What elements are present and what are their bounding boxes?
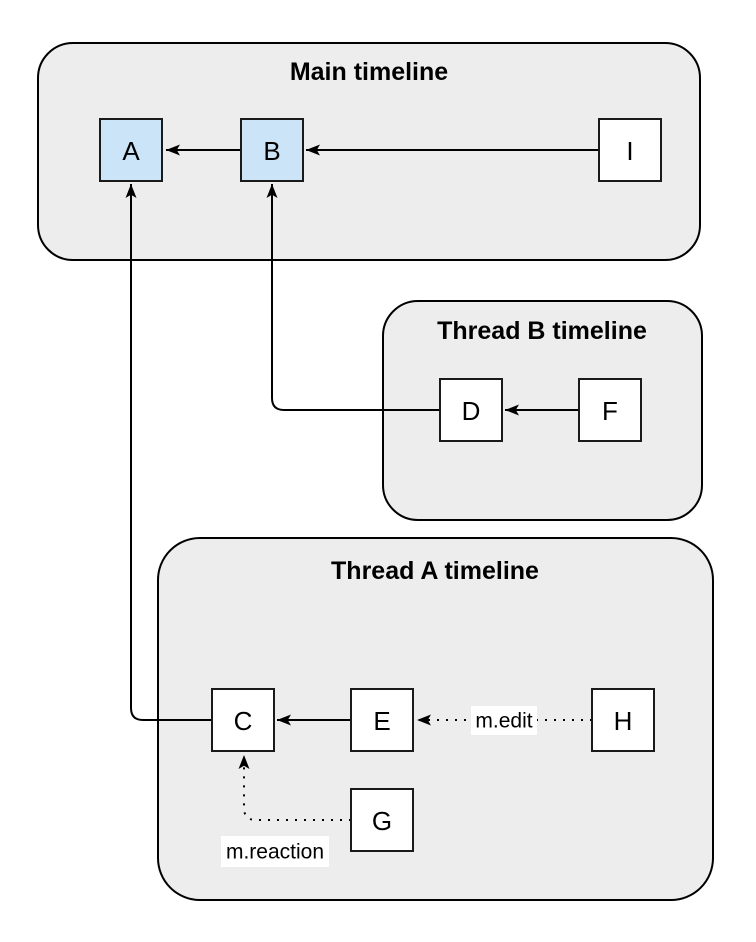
edge-d-to-b — [266, 184, 440, 411]
node-b-box — [240, 118, 304, 182]
edge-label-m-reaction: m.reaction — [221, 836, 329, 867]
node-g-box — [350, 788, 414, 852]
edge-label-m-reaction-bg — [221, 836, 329, 867]
node-e-box — [350, 688, 414, 752]
thread-a-timeline-title: Thread A timeline — [331, 557, 539, 585]
thread-b-timeline-title: Thread B timeline — [437, 317, 647, 345]
container-main-timeline: Main timeline — [37, 42, 701, 261]
node-f-box — [578, 378, 642, 442]
edge-label-m-reaction-text: m.reaction — [226, 841, 324, 864]
container-main-timeline-box — [37, 42, 701, 261]
node-i-box — [598, 118, 662, 182]
node-d-label: D — [462, 396, 481, 426]
edge-label-m-edit: m.edit — [471, 706, 537, 735]
node-e-label: E — [373, 706, 390, 736]
node-d: D — [439, 378, 503, 442]
node-a: A — [99, 118, 163, 182]
edge-label-m-edit-text: m.edit — [475, 710, 532, 733]
node-h: H — [591, 688, 655, 752]
edge-label-m-edit-bg — [471, 706, 537, 735]
node-c-box — [211, 688, 275, 752]
node-b: B — [240, 118, 304, 182]
node-f: F — [578, 378, 642, 442]
node-a-label: A — [122, 136, 140, 166]
node-c-label: C — [234, 706, 253, 736]
node-a-box — [99, 118, 163, 182]
node-c: C — [211, 688, 275, 752]
node-i: I — [598, 118, 662, 182]
node-i-label: I — [626, 136, 633, 166]
node-e: E — [350, 688, 414, 752]
edge-c-to-a — [125, 184, 212, 721]
node-h-label: H — [614, 706, 633, 736]
node-b-label: B — [263, 136, 280, 166]
node-g-label: G — [372, 806, 392, 836]
node-g: G — [350, 788, 414, 852]
node-h-box — [591, 688, 655, 752]
node-f-label: F — [602, 396, 618, 426]
node-d-box — [439, 378, 503, 442]
main-timeline-title: Main timeline — [290, 58, 448, 86]
